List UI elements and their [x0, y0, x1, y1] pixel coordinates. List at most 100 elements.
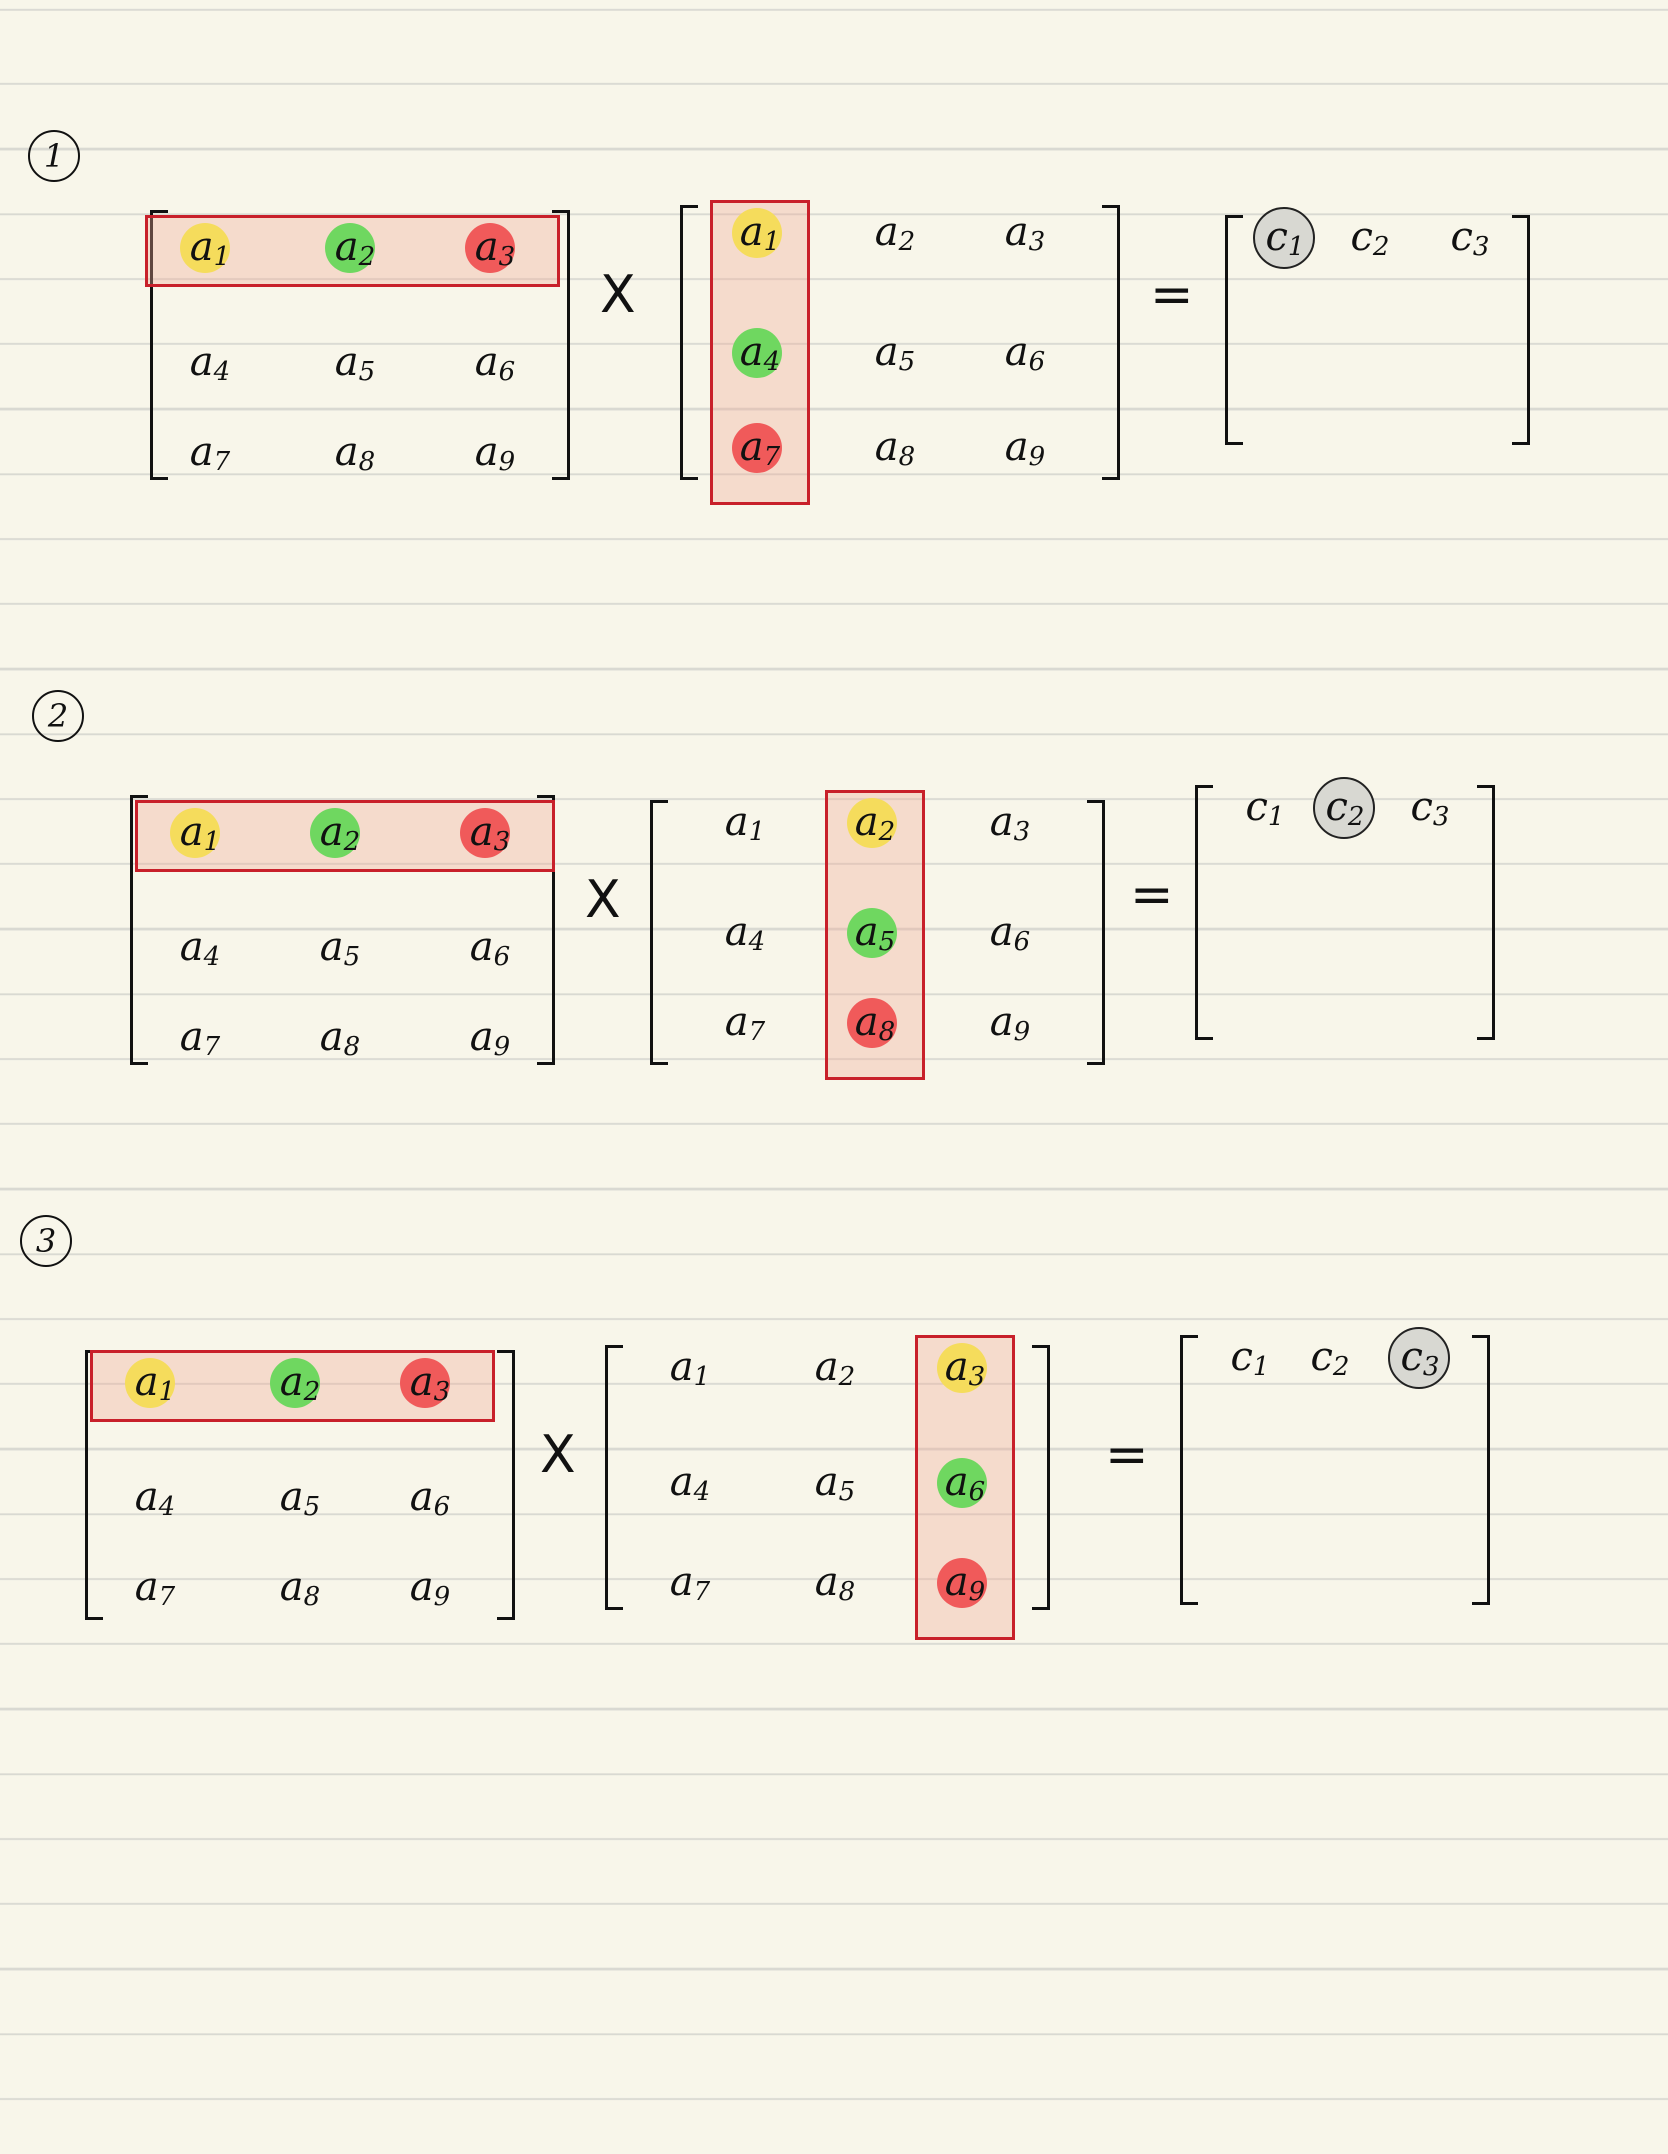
cell-subscript: 3	[498, 242, 516, 272]
cell-subscript: 6	[1013, 927, 1031, 957]
cell-letter: a	[724, 999, 749, 1045]
matrix-a-left-bracket	[150, 210, 168, 480]
matrix-a-left-bracket	[130, 795, 148, 1065]
cell-subscript: 2	[343, 827, 361, 857]
cell-subscript: 7	[748, 1017, 766, 1047]
cell-letter: a	[279, 1564, 304, 1610]
cell-letter: a	[279, 1474, 304, 1520]
cell-subscript: 8	[303, 1582, 321, 1612]
cell-subscript: 7	[158, 1582, 176, 1612]
cell-subscript: 1	[1287, 232, 1305, 262]
cell-letter: c	[1450, 214, 1473, 260]
cell-subscript: 6	[1028, 347, 1046, 377]
cell-letter: a	[1004, 424, 1029, 470]
cell-letter: a	[279, 1359, 304, 1405]
cell-letter: c	[1310, 1334, 1333, 1380]
cell-subscript: 3	[1028, 227, 1046, 257]
cell-subscript: 3	[493, 827, 511, 857]
cell-letter: a	[739, 209, 764, 255]
cell-letter: a	[944, 1459, 969, 1505]
cell-letter: a	[944, 1344, 969, 1390]
matrix-a-right-bracket	[497, 1350, 515, 1620]
cell-subscript: 4	[748, 927, 766, 957]
highlight-dot-red	[400, 1358, 450, 1408]
highlight-dot-red	[847, 998, 897, 1048]
cell-subscript: 9	[433, 1582, 451, 1612]
cell-subscript: 1	[763, 227, 781, 257]
cell-letter: a	[474, 224, 499, 270]
cell-letter: a	[334, 429, 359, 475]
cell-letter: a	[319, 924, 344, 970]
matrix-b-left-bracket	[605, 1345, 623, 1610]
cell-letter: a	[189, 429, 214, 475]
cell-subscript: 5	[898, 347, 916, 377]
cell-subscript: 5	[303, 1492, 321, 1522]
cell-subscript: 4	[693, 1477, 711, 1507]
cell-letter: a	[854, 799, 879, 845]
cell-subscript: 3	[1422, 1352, 1440, 1382]
times-operator: X	[600, 265, 636, 325]
equals-operator: =	[1105, 1425, 1149, 1485]
cell-letter: a	[334, 224, 359, 270]
cell-subscript: 7	[203, 1032, 221, 1062]
result-matrix-left-bracket	[1225, 215, 1243, 445]
highlight-dot-yellow	[847, 798, 897, 848]
cell-letter: a	[469, 924, 494, 970]
matrix-a-right-bracket	[537, 795, 555, 1065]
cell-subscript: 2	[1372, 232, 1390, 262]
cell-letter: a	[189, 339, 214, 385]
cell-subscript: 6	[968, 1477, 986, 1507]
cell-subscript: 2	[878, 817, 896, 847]
cell-subscript: 6	[433, 1492, 451, 1522]
cell-letter: a	[944, 1559, 969, 1605]
cell-letter: a	[989, 799, 1014, 845]
cell-subscript: 2	[1347, 802, 1365, 832]
cell-letter: c	[1350, 214, 1373, 260]
matrix-b-right-bracket	[1102, 205, 1120, 480]
cell-letter: a	[739, 424, 764, 470]
matrix-b-left-bracket	[680, 205, 698, 480]
cell-subscript: 8	[358, 447, 376, 477]
cell-subscript: 5	[878, 927, 896, 957]
cell-letter: a	[874, 424, 899, 470]
highlight-dot-red	[937, 1558, 987, 1608]
cell-subscript: 5	[343, 942, 361, 972]
times-operator: X	[585, 870, 621, 930]
cell-subscript: 4	[763, 347, 781, 377]
result-matrix-left-bracket	[1180, 1335, 1198, 1605]
cell-letter: a	[669, 1459, 694, 1505]
cell-letter: a	[469, 1014, 494, 1060]
step-number: 2	[32, 690, 84, 742]
cell-subscript: 8	[343, 1032, 361, 1062]
step-number: 1	[28, 130, 80, 182]
